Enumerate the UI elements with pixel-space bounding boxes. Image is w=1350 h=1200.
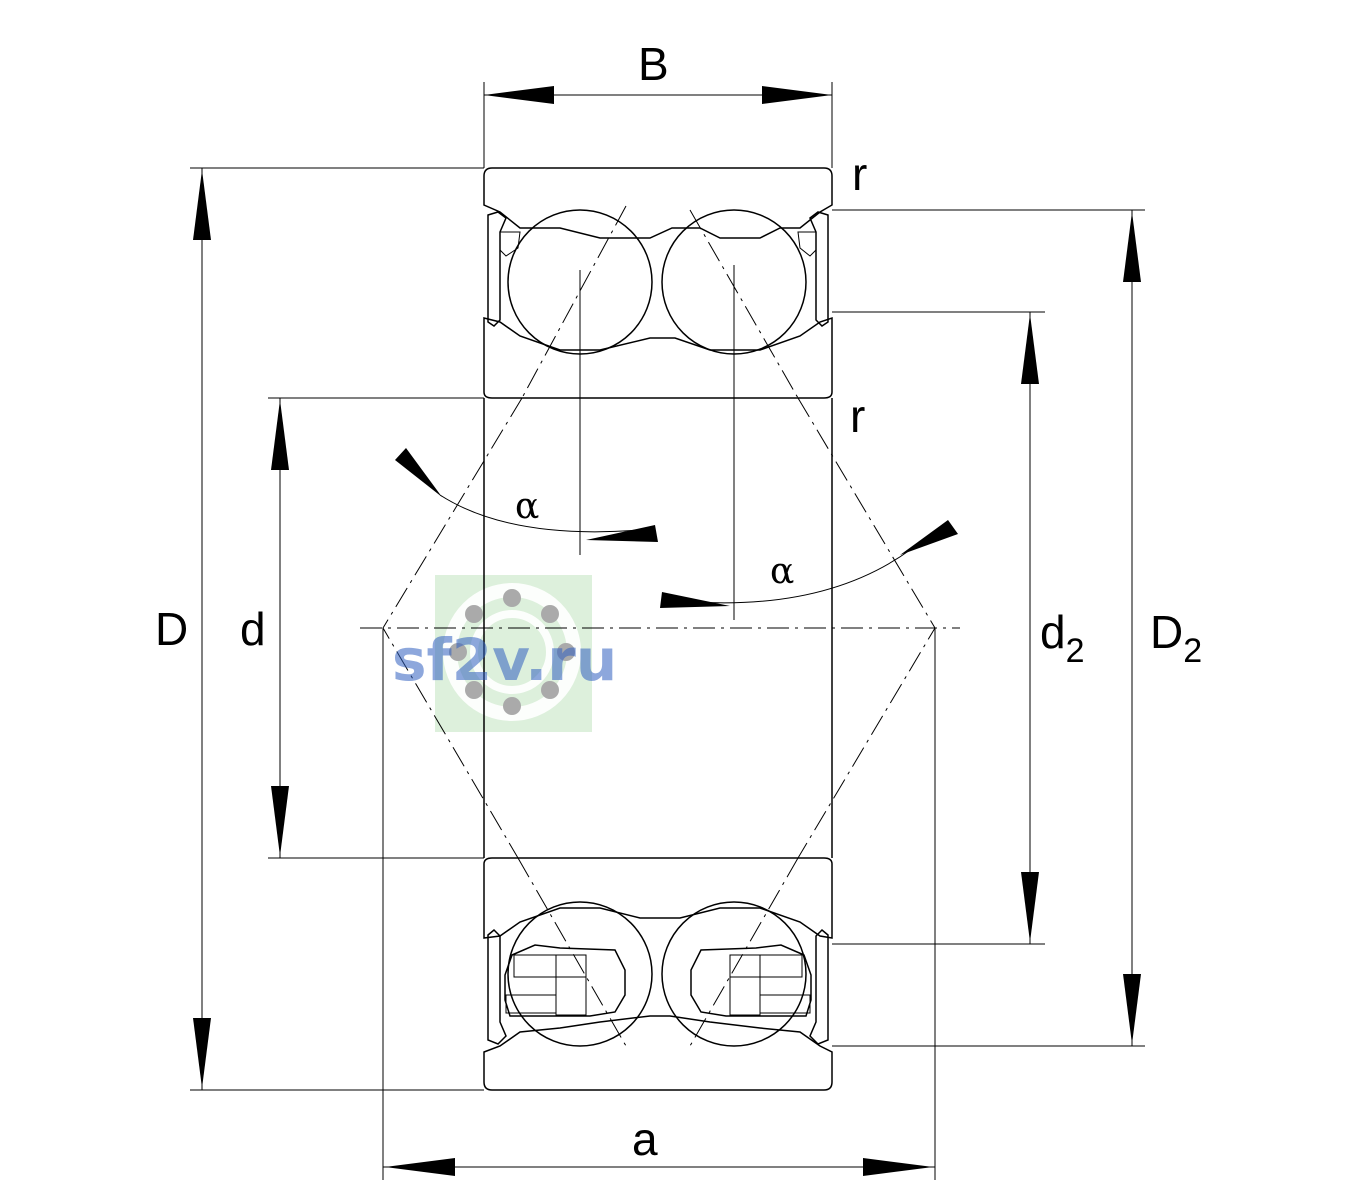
label-D2-base: D — [1150, 606, 1183, 658]
label-r-top: r — [852, 148, 867, 200]
lower-seal-right — [809, 928, 829, 1045]
dimensions — [190, 82, 1145, 1180]
label-d2: d2 — [1040, 606, 1085, 670]
watermark-text: sf2v.ru — [392, 626, 617, 694]
lower-cage-left — [504, 944, 626, 1017]
construction-lines — [360, 265, 960, 859]
lower-section — [483, 857, 833, 1091]
label-D2-sub: 2 — [1183, 632, 1202, 670]
lower-seal-left — [487, 928, 507, 1045]
lower-ball-right — [661, 901, 807, 1047]
label-alpha-2: α — [770, 551, 794, 592]
watermark — [435, 575, 592, 732]
upper-inner-ring — [483, 316, 833, 399]
label-d: d — [240, 603, 266, 655]
upper-seal-right — [809, 211, 829, 327]
alpha-arrow-left-end — [586, 525, 658, 542]
label-a: a — [632, 1113, 658, 1165]
dimension-d — [268, 397, 484, 859]
alpha-arrow-right-end — [660, 592, 730, 608]
lower-outer-ring — [483, 1015, 833, 1091]
label-alpha-1: α — [515, 486, 539, 527]
dimension-B — [483, 82, 833, 168]
label-D: D — [155, 603, 188, 655]
labels: B D d d2 D2 a r r α α — [155, 38, 1202, 1165]
label-r-mid: r — [850, 390, 865, 442]
dimension-a — [382, 628, 936, 1180]
lower-inner-ring — [483, 857, 833, 939]
lower-cage-right — [690, 944, 812, 1017]
lower-ball-left — [507, 901, 653, 1047]
dimension-D2 — [832, 209, 1145, 1047]
label-d2-base: d — [1040, 606, 1066, 658]
dimension-D — [190, 167, 484, 1091]
label-d2-sub: 2 — [1066, 632, 1085, 670]
alpha-arc-left — [439, 494, 641, 533]
alpha-arrow-right-top — [900, 520, 958, 555]
dimension-d2 — [832, 311, 1045, 945]
alpha-arrow-left-top — [395, 448, 442, 497]
upper-seal-left — [487, 211, 507, 327]
label-B: B — [638, 38, 669, 90]
upper-outer-ring — [483, 167, 833, 239]
label-D2: D2 — [1150, 606, 1202, 670]
upper-section — [483, 167, 833, 399]
